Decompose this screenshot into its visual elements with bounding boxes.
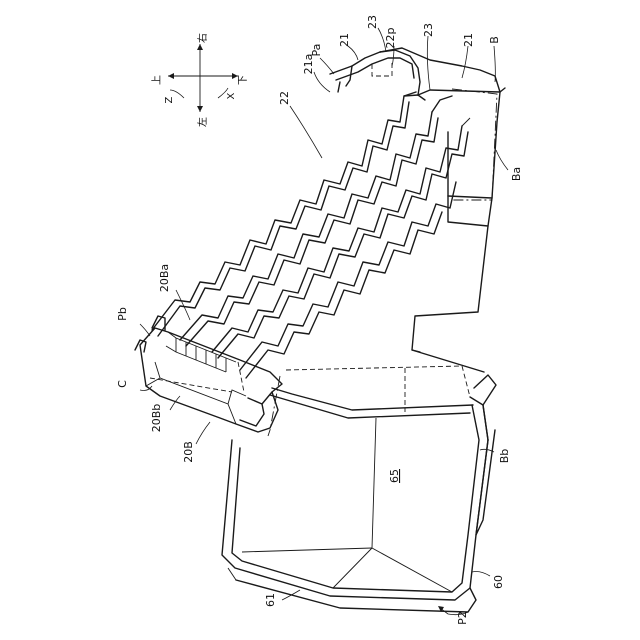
label-65: 65 bbox=[388, 469, 401, 483]
label-23-right: 23 bbox=[422, 23, 435, 37]
direction-left-label: 左 bbox=[196, 117, 209, 127]
label-21-right: 21 bbox=[462, 33, 475, 47]
leader-lines bbox=[140, 28, 508, 615]
label-bb: Bb bbox=[498, 449, 511, 464]
label-61: 61 bbox=[264, 593, 277, 607]
arrow-right-icon bbox=[197, 44, 203, 50]
arrow-up-icon bbox=[168, 73, 174, 79]
direction-up-label: 上 bbox=[151, 75, 163, 85]
axis-x-label: X bbox=[226, 92, 237, 99]
label-20ba: 20Ba bbox=[158, 264, 171, 292]
label-21a: 21a bbox=[302, 54, 315, 75]
label-pb: Pb bbox=[116, 307, 129, 321]
direction-right-label: 右 bbox=[196, 33, 209, 43]
label-c: C bbox=[116, 380, 129, 388]
label-20b: 20B bbox=[182, 441, 195, 463]
label-20bb: 20Bb bbox=[150, 404, 163, 433]
label-21-top: 21 bbox=[338, 33, 351, 47]
label-ba: Ba bbox=[510, 167, 523, 181]
arrow-left-icon bbox=[197, 106, 203, 112]
direction-down-label: 下 bbox=[238, 75, 249, 85]
label-22: 22 bbox=[278, 91, 291, 105]
label-b: B bbox=[488, 36, 501, 44]
reference-labels: Pa 21 23 22p 23 21 B 21a 22 Ba Pb 20Ba C… bbox=[116, 15, 523, 625]
label-p2: P2 bbox=[456, 611, 469, 625]
block-b bbox=[412, 88, 505, 372]
corrugated-fin bbox=[152, 92, 470, 378]
label-22p: 22p bbox=[384, 27, 397, 48]
plate-pa bbox=[330, 48, 500, 95]
label-60: 60 bbox=[492, 575, 505, 589]
direction-axes: 上 下 右 左 Z X bbox=[151, 33, 249, 127]
label-23-top: 23 bbox=[366, 15, 379, 29]
axis-z-label: Z bbox=[164, 96, 175, 103]
